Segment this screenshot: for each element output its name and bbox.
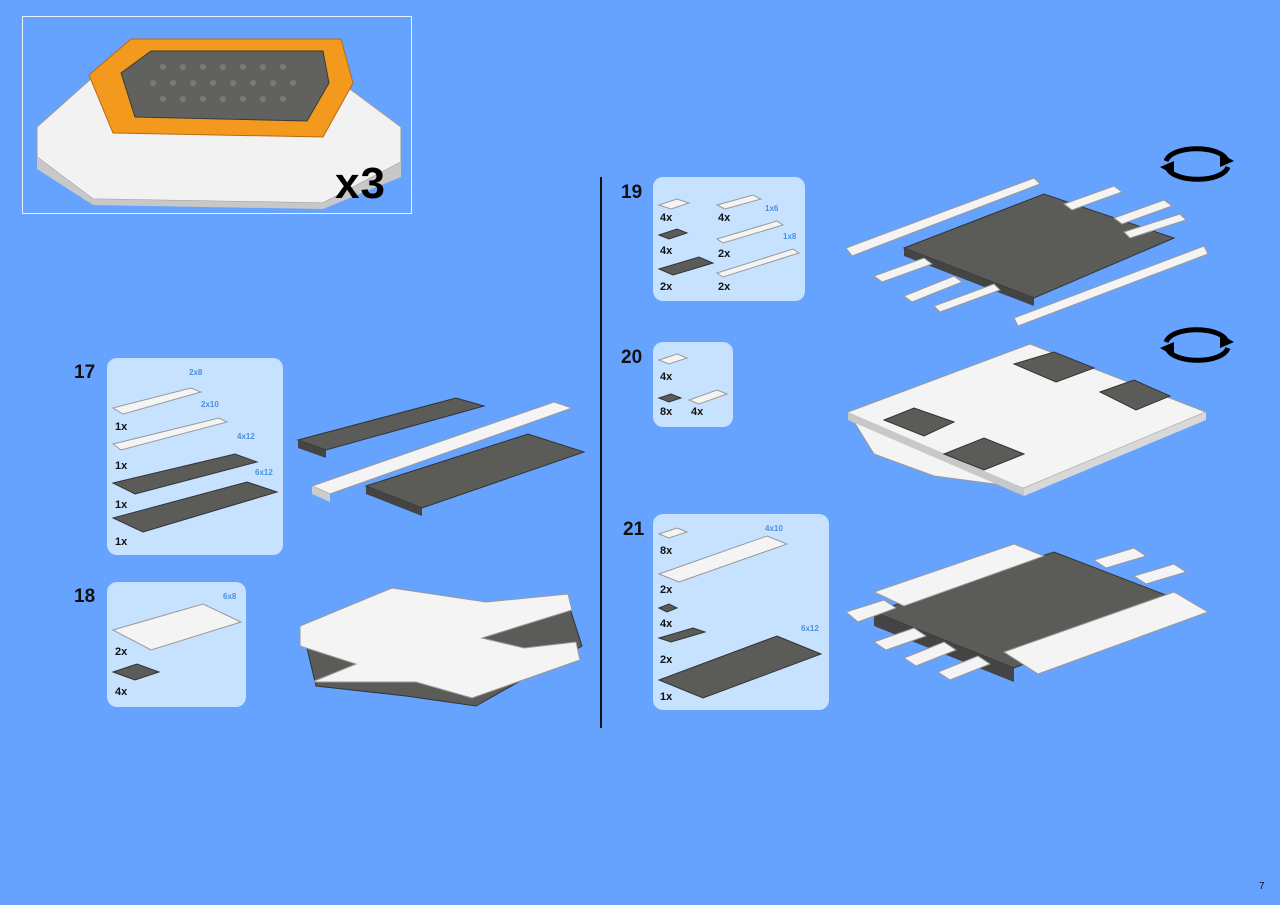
part-qty-label: 2x — [660, 281, 673, 293]
part-qty-label: 4x — [718, 212, 731, 224]
step-17-assembly-image — [296, 397, 586, 516]
step-19-assembly-image — [845, 177, 1209, 327]
part-dim-label: 2x10 — [201, 400, 219, 409]
part-qty-label: 8x — [660, 406, 673, 418]
preview-studs — [150, 64, 296, 102]
step-21-assembly-image — [844, 543, 1210, 682]
part-dim-label: 4x12 — [237, 432, 255, 441]
step-17-number: 17 — [74, 362, 96, 383]
part-qty-label: 1x — [660, 691, 673, 703]
step-17-parts-image — [111, 387, 279, 533]
step-21-parts-image — [657, 527, 823, 699]
part-qty-label: 1x — [115, 460, 128, 472]
step-18-assembly-image — [299, 587, 583, 707]
part-qty-label: 4x — [660, 371, 673, 383]
part-qty-label: 4x — [660, 245, 673, 257]
step-20-number: 20 — [621, 347, 643, 368]
step-21-number: 21 — [623, 519, 645, 540]
page-number: 7 — [1259, 881, 1265, 892]
part-dim-label: 1x8 — [783, 232, 797, 241]
part-dim-label: 6x12 — [255, 468, 273, 477]
step-19-parts-callout: 4x 4x 2x 4x 1x6 2x 1x8 2x — [653, 177, 805, 301]
step-20-parts-image — [657, 353, 729, 405]
step-19-parts-image — [657, 194, 801, 278]
part-qty-label: 4x — [115, 686, 128, 698]
part-qty-label: 4x — [660, 618, 673, 630]
preview-box: x3 — [22, 16, 412, 214]
rotate-icon — [1160, 327, 1234, 363]
column-divider — [600, 177, 602, 728]
step-18-parts-image — [111, 603, 243, 681]
part-dim-label: 2x8 — [189, 368, 203, 377]
part-dim-label: 6x12 — [801, 624, 819, 633]
part-qty-label: 8x — [660, 545, 673, 557]
step-18-number: 18 — [74, 586, 96, 607]
part-qty-label: 2x — [718, 281, 731, 293]
part-qty-label: 1x — [115, 421, 128, 433]
part-qty-label: 1x — [115, 536, 128, 548]
step-19-number: 19 — [621, 182, 643, 203]
part-qty-label: 2x — [115, 646, 128, 658]
part-qty-label: 2x — [718, 248, 731, 260]
preview-multiplier: x3 — [335, 159, 386, 208]
step-20-parts-callout: 4x 8x 4x — [653, 342, 733, 427]
part-dim-label: 4x10 — [765, 524, 783, 533]
step-21-parts-callout: 8x 4x10 2x 4x 2x 6x12 1x — [653, 514, 829, 710]
part-qty-label: 2x — [660, 654, 673, 666]
part-qty-label: 1x — [115, 499, 128, 511]
part-qty-label: 4x — [660, 212, 673, 224]
step-20-assembly-image — [847, 343, 1208, 496]
part-qty-label: 2x — [660, 584, 673, 596]
part-dim-label: 6x8 — [223, 592, 237, 601]
step-17-parts-callout: 2x8 1x 2x10 1x 4x12 1x 6x12 1x — [107, 358, 283, 555]
rotate-icon — [1160, 146, 1234, 182]
part-qty-label: 4x — [691, 406, 704, 418]
preview-model-image — [36, 38, 402, 209]
step-18-parts-callout: 6x8 2x 4x — [107, 582, 246, 707]
part-dim-label: 1x6 — [765, 204, 779, 213]
